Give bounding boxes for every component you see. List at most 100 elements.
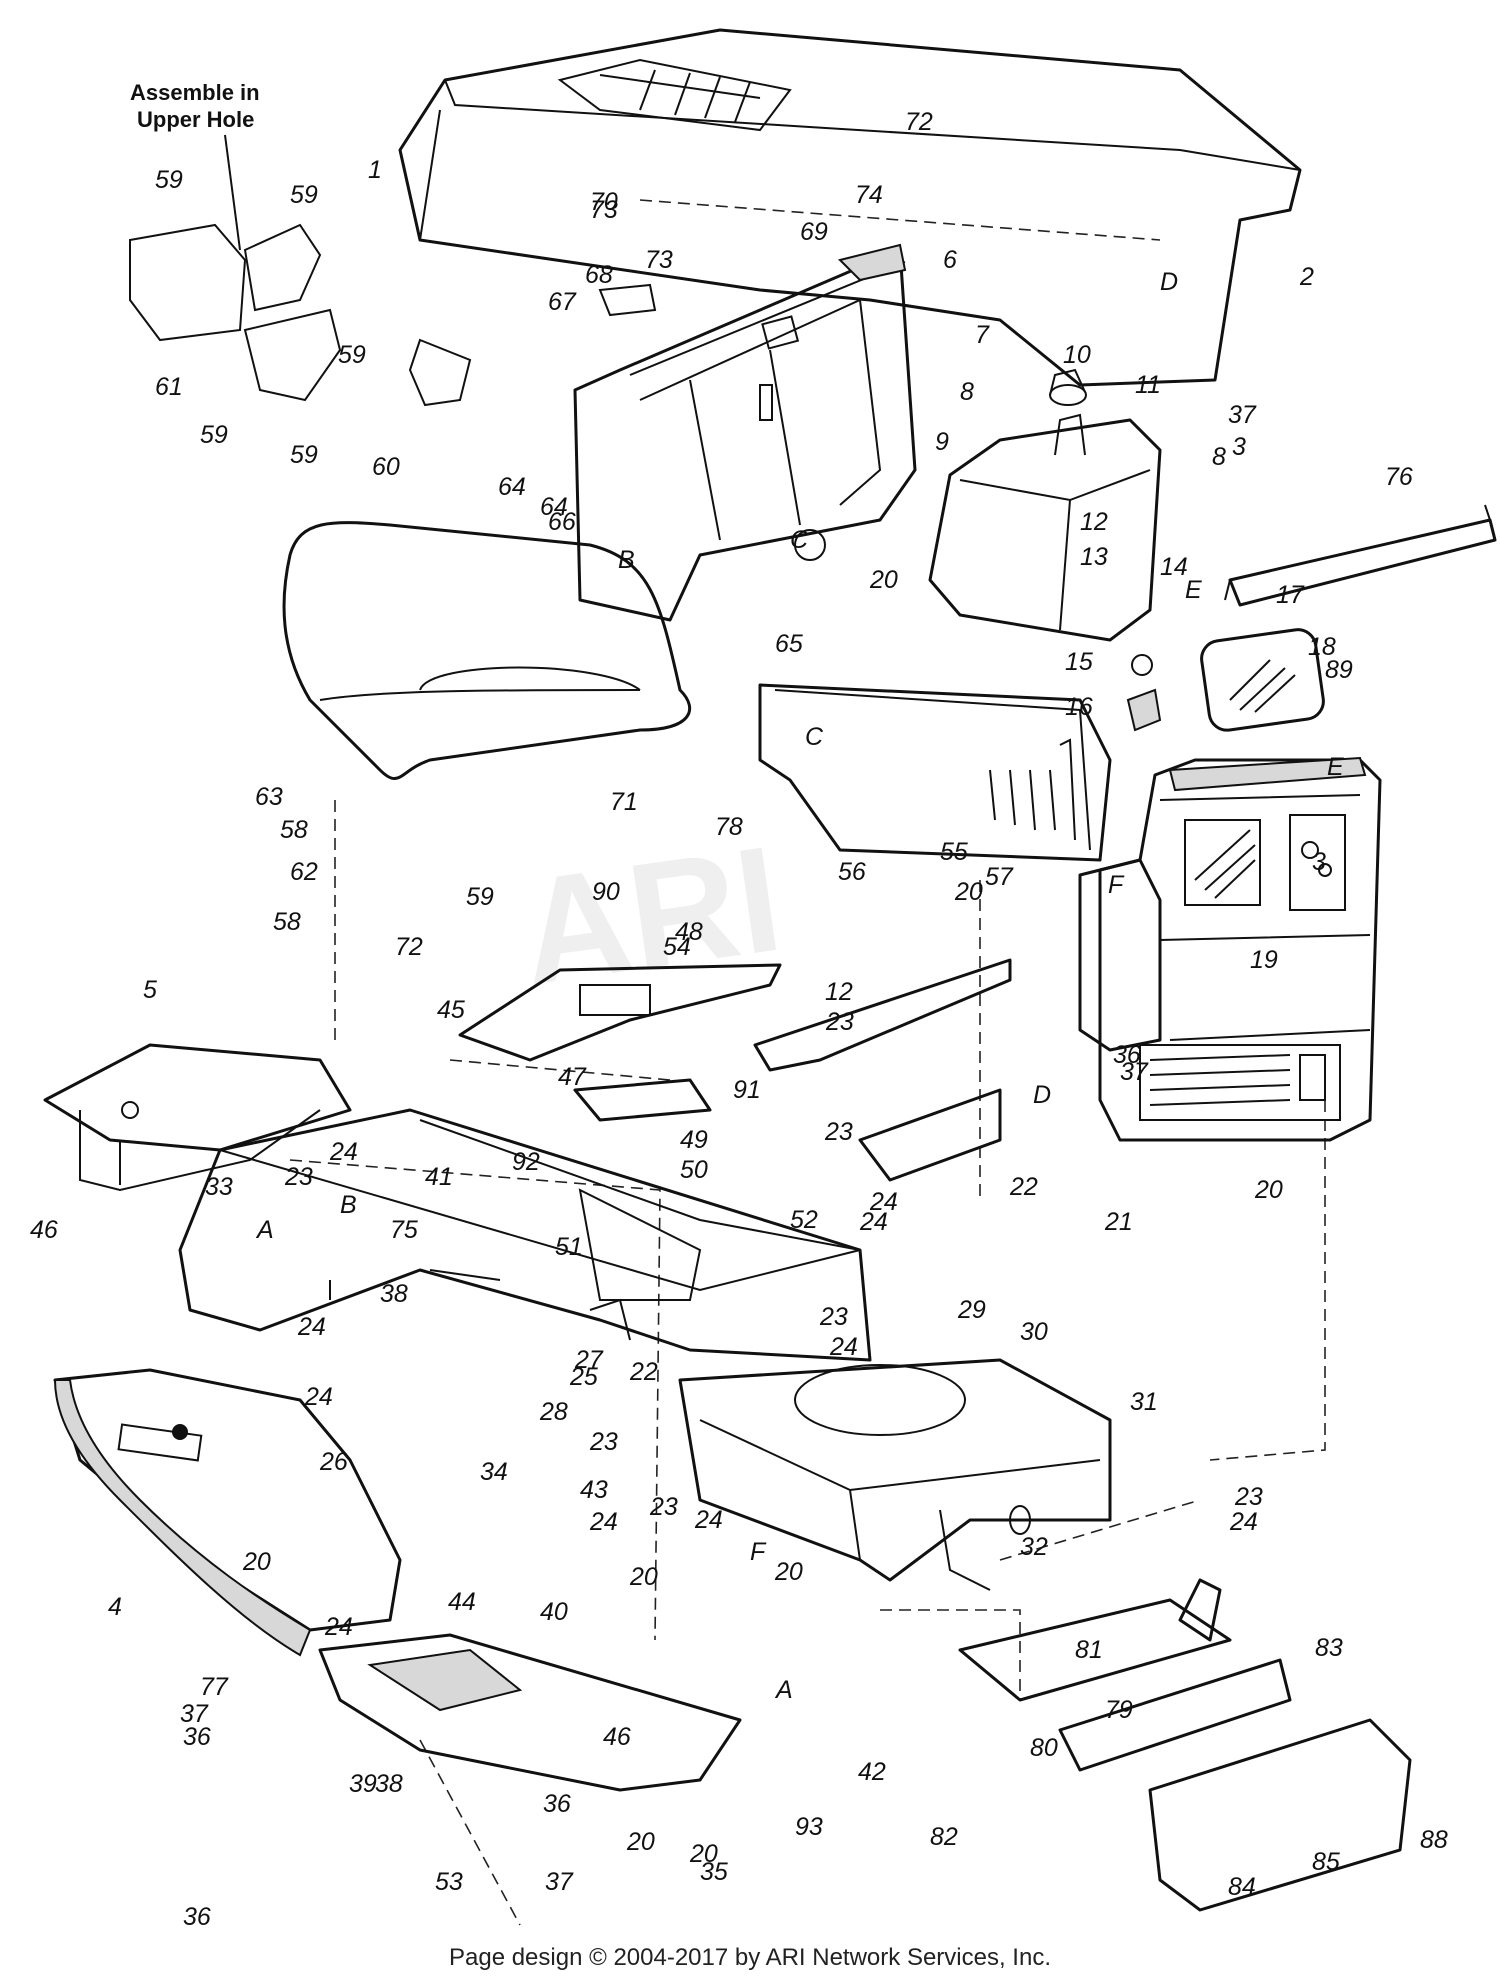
callout-label: 23 (1234, 1483, 1263, 1511)
callout-label: 19 (1250, 946, 1278, 974)
callout-label: 26 (319, 1448, 348, 1476)
callout-label: 34 (480, 1458, 508, 1486)
callout-label: 24 (589, 1508, 618, 1536)
callout-label: 72 (905, 108, 933, 136)
callout-label: 76 (1385, 463, 1413, 491)
callout-label: 24 (297, 1313, 326, 1341)
callout-label: 59 (155, 166, 183, 194)
dash-panel-part-65 (573, 243, 917, 622)
callout-label: 1 (368, 156, 382, 184)
callout-label: 66 (548, 508, 576, 536)
callout-label: 93 (795, 1813, 823, 1841)
assembly-guide-lines (289, 199, 1326, 1926)
callout-label: 12 (1080, 508, 1108, 536)
callout-label: 57 (985, 863, 1014, 891)
callout-label: B (340, 1191, 357, 1219)
callout-label: 43 (580, 1476, 608, 1504)
main-frame-part-51 (178, 1108, 872, 1362)
note-line-2: Upper Hole (137, 107, 254, 132)
chassis-rear-part-29 (678, 1358, 1112, 1591)
callout-label: 82 (930, 1823, 958, 1851)
callout-label: 38 (375, 1770, 403, 1798)
callout-label: 36 (183, 1723, 211, 1751)
callout-label: 30 (1020, 1318, 1048, 1346)
callout-label: 4 (108, 1593, 122, 1621)
callout-label: 56 (838, 858, 866, 886)
callout-label: 71 (610, 788, 638, 816)
callout-label: 54 (663, 933, 691, 961)
callout-label: 55 (940, 838, 968, 866)
small-parts (129, 223, 1162, 732)
callout-label: 64 (498, 473, 526, 501)
hood-part-1 (398, 28, 1302, 387)
callout-label: 44 (448, 1588, 476, 1616)
callout-label: 79 (1105, 1696, 1133, 1724)
callout-label: 52 (790, 1206, 818, 1234)
callout-label: 7 (975, 321, 990, 349)
callout-label: 83 (1315, 1634, 1343, 1662)
callout-label: 28 (539, 1398, 568, 1426)
callout-label: C (790, 526, 809, 554)
callout-label: 60 (372, 453, 400, 481)
callout-label: 37 (1120, 1058, 1149, 1086)
callout-label: A (774, 1676, 793, 1704)
callout-label: 85 (1312, 1848, 1340, 1876)
callout-label: 6 (943, 246, 957, 274)
callout-label: 35 (700, 1858, 728, 1886)
callout-label: 5 (143, 976, 157, 1004)
callout-label: 15 (1065, 648, 1093, 676)
callout-label: 74 (855, 181, 883, 209)
callout-label: 39 (349, 1770, 377, 1798)
callout-label: 33 (205, 1173, 233, 1201)
callout-label: 25 (569, 1363, 598, 1391)
grille-nose-part-21 (1078, 756, 1382, 1142)
callout-label: 13 (1080, 543, 1108, 571)
callout-label: 24 (829, 1333, 858, 1361)
callout-label: 46 (30, 1216, 58, 1244)
watermark: ARI (511, 814, 790, 1016)
callout-label: 46 (603, 1723, 631, 1751)
callout-label: 3 (1312, 848, 1326, 876)
callout-label: 37 (180, 1700, 209, 1728)
callout-label: 29 (957, 1296, 986, 1324)
callout-label: 24 (304, 1383, 333, 1411)
callout-label: D (1160, 268, 1178, 296)
callout-label: 12 (825, 978, 853, 1006)
callout-label: 22 (1009, 1173, 1038, 1201)
callout-label: 20 (869, 566, 898, 594)
footrest-part-34 (318, 1633, 742, 1792)
callout-label: 14 (1160, 553, 1188, 581)
callout-label: 24 (869, 1188, 898, 1216)
callout-label: 59 (200, 421, 228, 449)
callout-label: 23 (819, 1303, 848, 1331)
callout-label: 90 (592, 878, 620, 906)
callout-label: 24 (329, 1138, 358, 1166)
callout-label: 20 (1254, 1176, 1283, 1204)
callout-label: E (1185, 576, 1202, 604)
callout-label: 61 (155, 373, 183, 401)
mount-plates (458, 958, 1012, 1182)
callout-label: 23 (649, 1493, 678, 1521)
callout-label: 89 (1325, 656, 1353, 684)
callout-label: 58 (280, 816, 308, 844)
bumper-cover-part-82 (1148, 1718, 1412, 1912)
callout-label: 31 (1130, 1388, 1158, 1416)
callout-label: 50 (680, 1156, 708, 1184)
callout-label: 64 (540, 493, 568, 521)
callout-label: 23 (824, 1118, 853, 1146)
callout-label: 59 (466, 883, 494, 911)
callout-label: 41 (425, 1163, 453, 1191)
callout-label: 92 (512, 1148, 540, 1176)
fuel-tank-part-11 (928, 368, 1162, 642)
callout-label: D (1033, 1081, 1051, 1109)
callout-label: 36 (543, 1790, 571, 1818)
callout-label: 63 (255, 783, 283, 811)
callout-label: A (255, 1216, 274, 1244)
callout-label: 3 (1232, 433, 1246, 461)
callout-label: 80 (1030, 1734, 1058, 1762)
callout-label: 59 (290, 181, 318, 209)
callout-label: 23 (284, 1163, 313, 1191)
bracket-part-75 (1224, 504, 1497, 607)
callout-label: F (750, 1538, 767, 1566)
